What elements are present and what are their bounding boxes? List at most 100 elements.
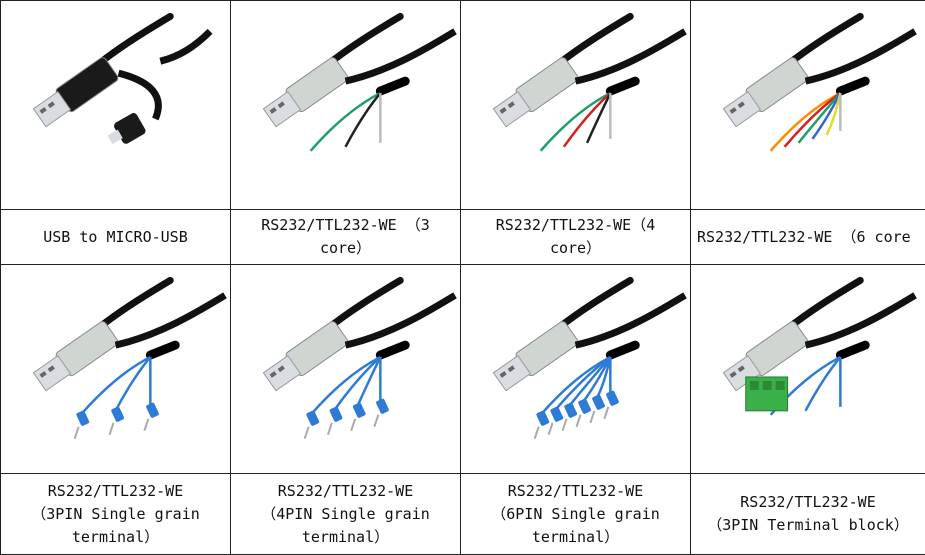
ferrule-pin (303, 426, 310, 440)
cable-tail (552, 276, 634, 334)
plug-slot (729, 371, 737, 378)
wire (567, 356, 612, 408)
wire (562, 92, 612, 148)
ferrule-pin (603, 406, 610, 420)
wire (114, 356, 152, 412)
usb-plug (492, 321, 579, 392)
caption-cell: RS232/TTL232-WE （3 core） (230, 209, 461, 265)
ferrule (592, 394, 605, 410)
ferrule (306, 410, 320, 426)
plug-slot (39, 107, 47, 114)
plug-slot (269, 371, 277, 378)
micro-housing (114, 113, 146, 144)
usb-cable-image (262, 12, 457, 152)
heat-shrink (605, 76, 640, 96)
cable-tail (782, 276, 864, 334)
heat-shrink (375, 76, 410, 96)
cable-tail (782, 12, 864, 70)
plug-slot (729, 107, 737, 114)
product-caption: RS232/TTL232-WE （3PIN Single grain termi… (31, 481, 200, 546)
ferrule (146, 402, 159, 418)
cable (344, 292, 457, 349)
ferrule-pin (108, 422, 115, 436)
product-caption: RS232/TTL232-WE （3 core） (261, 216, 430, 257)
usb-cable-image (492, 12, 687, 152)
ferrule-pin (326, 422, 333, 436)
plug-slot (39, 371, 47, 378)
ferrule (564, 402, 578, 418)
cable (804, 292, 917, 349)
plug-metal (492, 354, 532, 392)
plug-slot (277, 101, 285, 109)
terminal-screw (762, 380, 772, 390)
wire (309, 355, 381, 416)
plug-metal (492, 90, 532, 128)
usb-cable-image (32, 276, 227, 440)
usb-plug (722, 57, 809, 128)
usb-cable-image (722, 12, 917, 152)
ferrule (352, 402, 366, 418)
ferrule-pin (533, 426, 540, 440)
usb-cable-image (722, 276, 917, 416)
plug-slot (499, 107, 507, 114)
plug-metal (262, 354, 302, 392)
micro-metal (107, 129, 123, 145)
terminal-screw (749, 380, 759, 390)
plug-metal (262, 90, 302, 128)
usb-cable-image (492, 276, 687, 440)
wire (769, 91, 841, 152)
wire (804, 356, 842, 412)
usb-plug (262, 321, 349, 392)
ferrule (550, 406, 564, 422)
plug-slot (47, 365, 55, 373)
wire (539, 91, 611, 152)
product-caption: USB to MICRO-USB (43, 227, 188, 246)
cable (117, 69, 162, 121)
ferrule-pin (73, 426, 80, 440)
plug-slot (277, 365, 285, 373)
product-image-cell (0, 0, 231, 210)
cable (159, 28, 213, 65)
plug-metal (722, 90, 762, 128)
cable-tail (552, 12, 634, 70)
plug-slot (737, 365, 745, 373)
ferrule (606, 390, 619, 406)
wire (79, 355, 151, 416)
ferrule-pin (143, 418, 150, 432)
caption-cell: RS232/TTL232-WE （6PIN Single grain termi… (460, 473, 691, 555)
ferrule-pin (373, 414, 380, 428)
product-image-cell (230, 0, 461, 210)
wire (783, 92, 842, 148)
plug-slot (507, 101, 515, 109)
cable (804, 28, 917, 85)
cable-tail (92, 276, 174, 334)
ferrule-pin (561, 418, 568, 432)
heat-shrink (835, 340, 870, 360)
ferrule (76, 410, 90, 426)
plug-slot (269, 107, 277, 114)
plug-slot (499, 371, 507, 378)
caption-cell: RS232/TTL232-WE （3PIN Single grain termi… (0, 473, 231, 555)
wire (355, 356, 382, 408)
product-image-cell (690, 0, 925, 210)
product-image-cell (230, 264, 461, 474)
product-caption: RS232/TTL232-WE （6 core (697, 227, 911, 246)
ferrule (536, 410, 550, 426)
caption-cell: RS232/TTL232-WE （6 core (690, 209, 925, 265)
heat-shrink (375, 340, 410, 360)
heat-shrink (145, 340, 180, 360)
usb-plug (32, 321, 119, 392)
usb-cable-image (32, 12, 213, 145)
product-image-cell (690, 264, 925, 474)
ferrule-pin (350, 418, 357, 432)
cable-tail (322, 12, 404, 70)
plug-slot (737, 101, 745, 109)
wire (539, 355, 611, 416)
wire (344, 92, 382, 148)
product-caption: RS232/TTL232-WE（4 core） (495, 216, 656, 257)
wire (553, 356, 612, 412)
usb-cable-image (262, 276, 457, 440)
wire (332, 356, 382, 412)
ferrule (329, 406, 343, 422)
